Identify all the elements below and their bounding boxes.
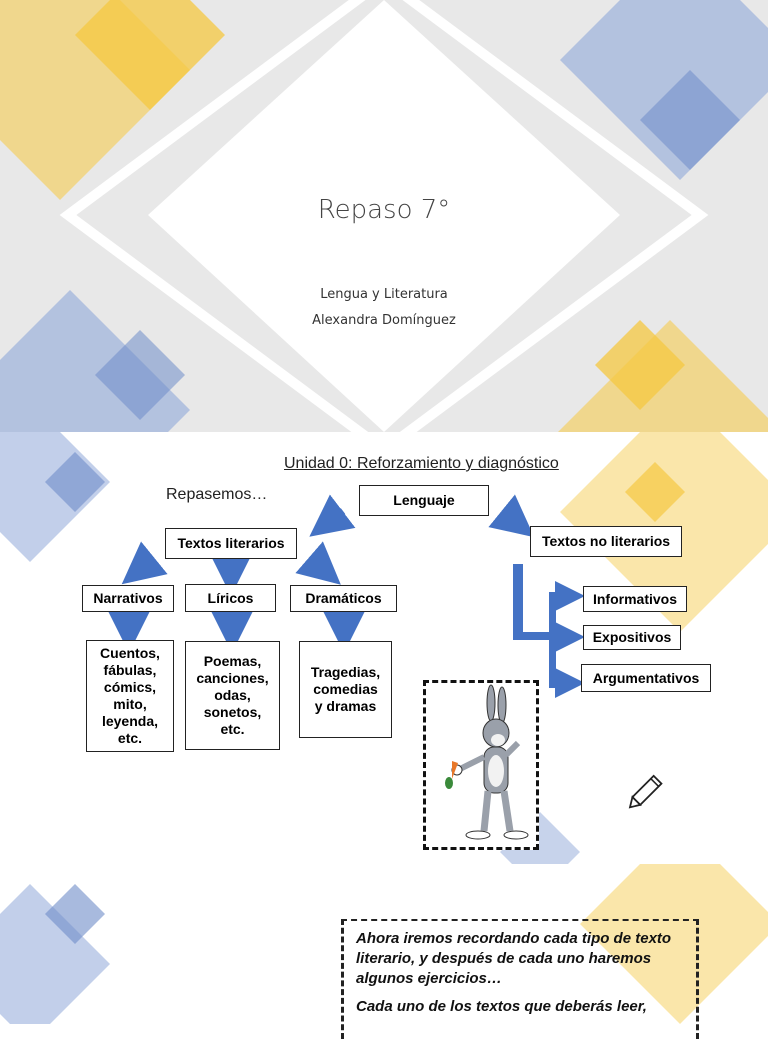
slide-subject: Lengua y Literatura — [320, 287, 448, 302]
node-textos-literarios: Textos literarios — [165, 528, 297, 559]
node-lenguaje: Lenguaje — [359, 485, 489, 516]
node-textos-no-literarios: Textos no literarios — [530, 526, 682, 557]
unit-heading: Unidad 0: Reforzamiento y diagnóstico — [284, 455, 559, 472]
node-expositivos: Expositivos — [583, 625, 681, 650]
instructions-paragraph-1: Ahora iremos recordando cada tipo de tex… — [356, 930, 672, 987]
node-narrativos: Narrativos — [82, 585, 174, 612]
instructions-paragraph-2: Cada uno de los textos que deberás leer, — [356, 998, 647, 1015]
examples-narrativos: Cuentos, fábulas, cómics, mito, leyenda,… — [86, 640, 174, 752]
concept-map-slide: Unidad 0: Reforzamiento y diagnóstico Re… — [0, 432, 768, 864]
title-slide: Repaso 7° Lengua y Literatura Alexandra … — [0, 0, 768, 432]
slide-title: Repaso 7° — [317, 195, 451, 225]
slide3-decorations — [0, 864, 768, 1024]
pencil-icon — [628, 774, 663, 809]
instructions-note: Ahora iremos recordando cada tipo de tex… — [341, 919, 699, 1039]
node-informativos: Informativos — [583, 586, 687, 612]
slide-author: Alexandra Domínguez — [312, 313, 456, 328]
map-arrows — [108, 494, 585, 698]
node-argumentativos: Argumentativos — [581, 664, 711, 692]
instructions-slide — [0, 864, 768, 1024]
bunny-illustration — [423, 680, 539, 850]
intro-text: Repasemos… — [166, 486, 268, 503]
examples-liricos: Poemas, canciones, odas, sonetos, etc. — [185, 641, 280, 750]
node-dramaticos: Dramáticos — [290, 585, 397, 612]
examples-dramaticos: Tragedias, comedias y dramas — [299, 641, 392, 738]
node-liricos: Líricos — [185, 584, 276, 612]
slide-background-shapes — [0, 0, 768, 432]
